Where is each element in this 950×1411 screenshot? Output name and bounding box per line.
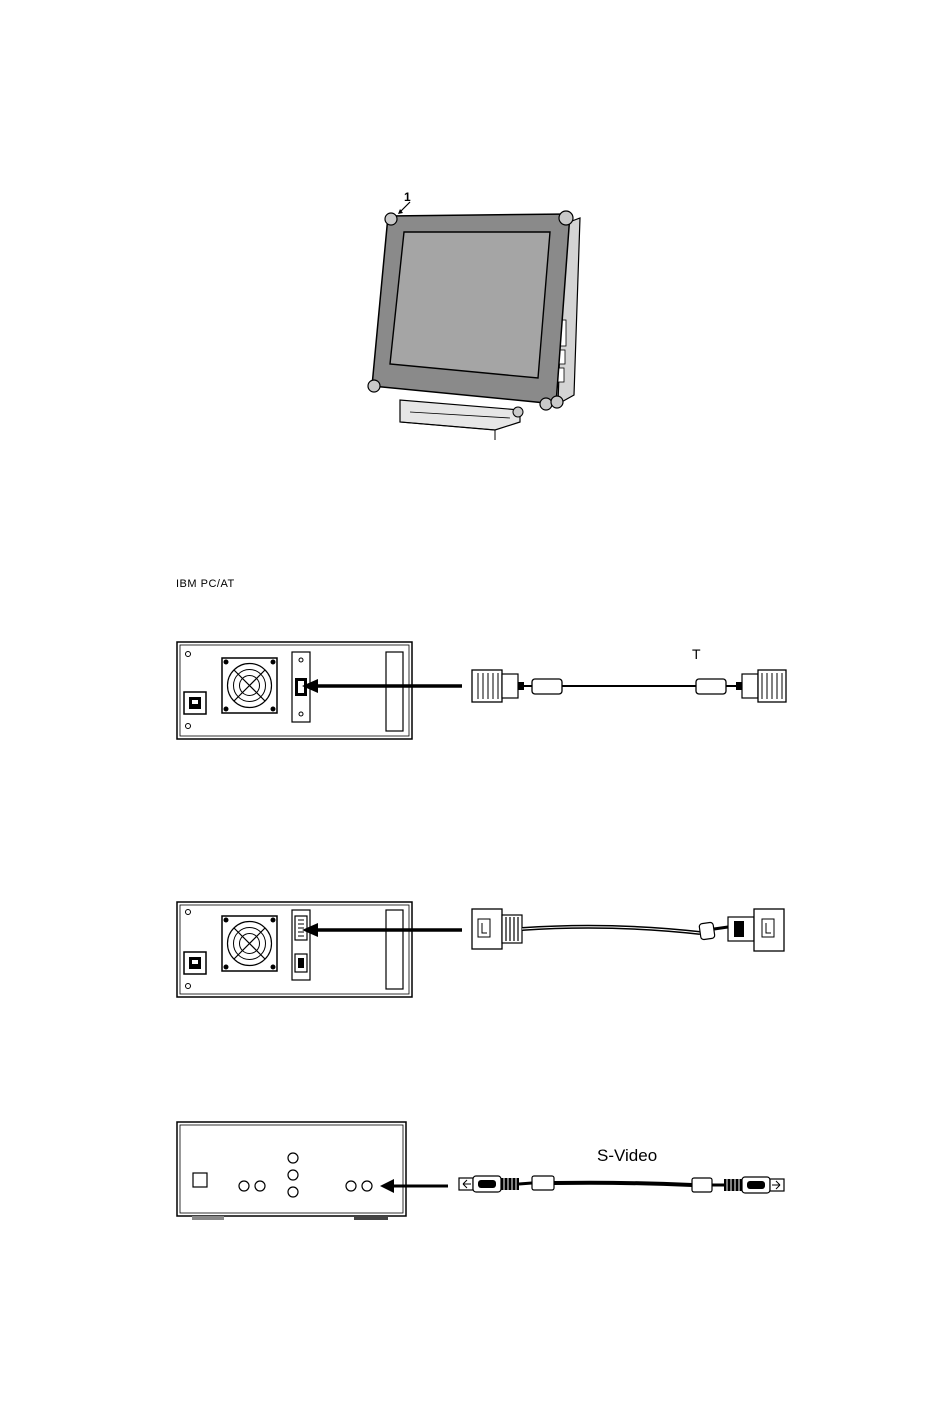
partial-section-heading: IBM PC/AT [176, 578, 235, 590]
monitor-illustration [360, 190, 590, 440]
connection-arrow-svideo [378, 1178, 450, 1194]
connection-arrow-dvi [300, 922, 465, 938]
connection-arrow-vga [300, 678, 465, 694]
vga-cable [470, 665, 790, 707]
vga-cable-label: T [692, 646, 701, 662]
s-video-cable [456, 1170, 790, 1200]
pc-rear-panel-dvi [176, 900, 416, 1000]
callout-number: 1 [404, 190, 411, 204]
s-video-cable-label: S-Video [597, 1146, 657, 1166]
video-device-front [176, 1120, 410, 1222]
dvi-cable [470, 905, 790, 955]
